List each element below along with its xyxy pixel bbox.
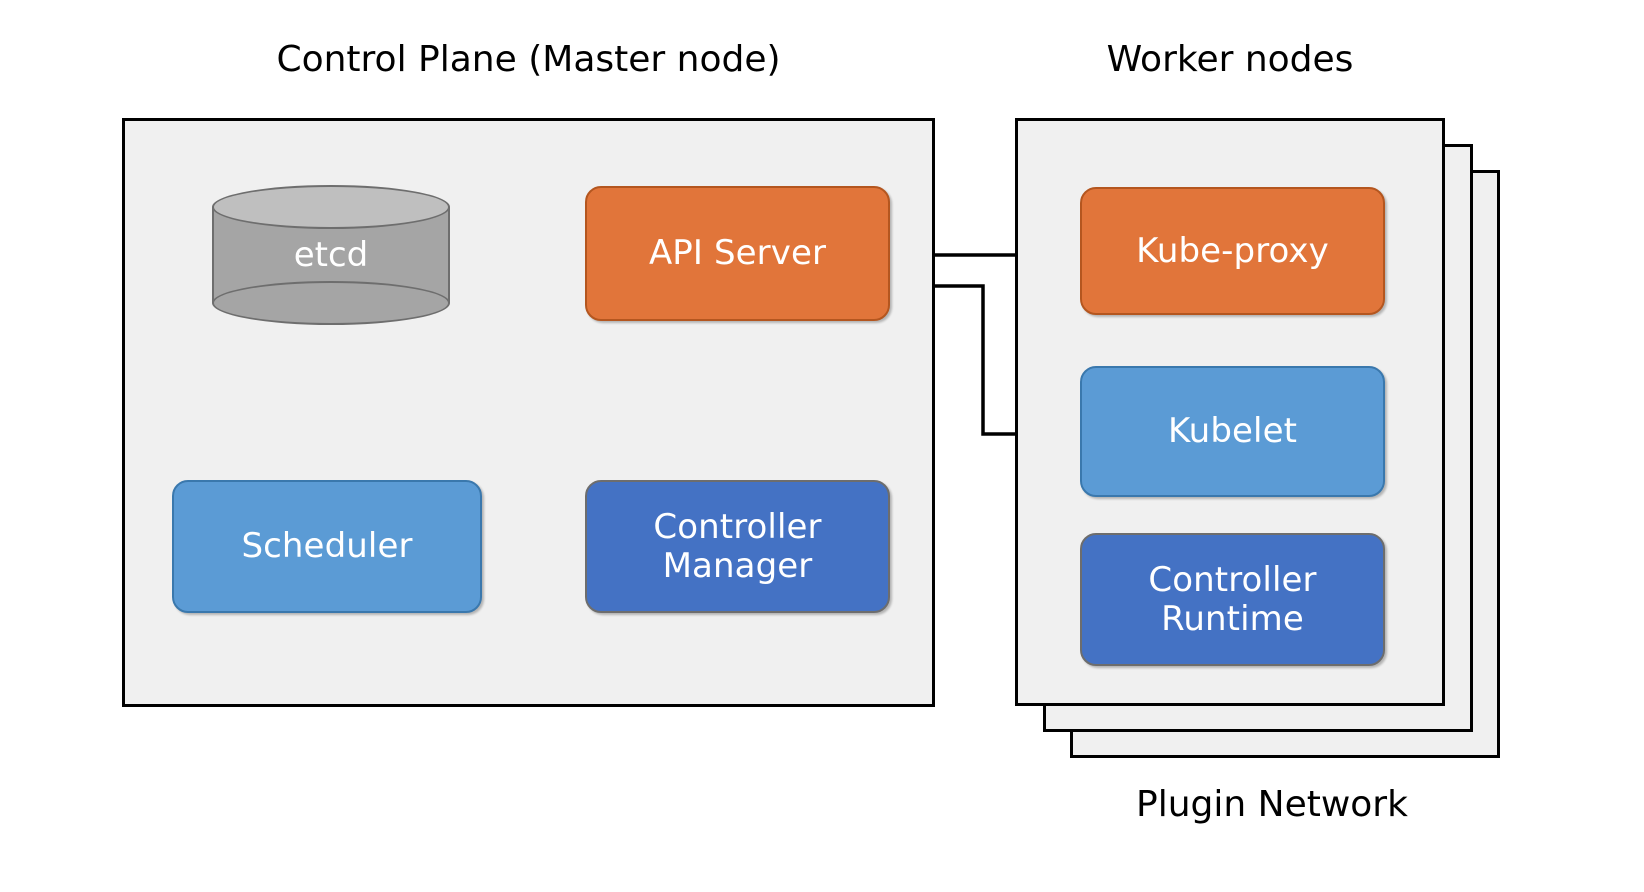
node-kube-proxy-label: Kube-proxy: [1136, 230, 1329, 271]
node-etcd[interactable]: etcd: [212, 185, 450, 325]
node-scheduler[interactable]: Scheduler: [172, 480, 482, 613]
node-controller-runtime-label-line1: Controller: [1148, 560, 1317, 601]
node-controller-runtime[interactable]: Controller Runtime: [1080, 533, 1385, 666]
node-controller-manager[interactable]: Controller Manager: [585, 480, 890, 613]
worker-nodes-title: Worker nodes: [1106, 39, 1354, 80]
node-kubelet[interactable]: Kubelet: [1080, 366, 1385, 497]
node-api-server[interactable]: API Server: [585, 186, 890, 321]
cylinder-bottom-ellipse: [212, 281, 450, 325]
node-controller-manager-label-line1: Controller: [653, 507, 822, 548]
node-kube-proxy[interactable]: Kube-proxy: [1080, 187, 1385, 315]
plugin-network-caption: Plugin Network: [1136, 784, 1408, 825]
node-kubelet-label: Kubelet: [1167, 411, 1298, 452]
node-etcd-label: etcd: [293, 235, 369, 275]
node-controller-manager-label-line2: Manager: [662, 545, 813, 586]
cylinder-top-ellipse: [212, 185, 450, 229]
node-scheduler-label: Scheduler: [241, 526, 413, 567]
node-api-server-label: API Server: [648, 233, 827, 274]
control-plane-title: Control Plane (Master node): [276, 39, 781, 80]
node-controller-runtime-label-line2: Runtime: [1161, 598, 1304, 639]
